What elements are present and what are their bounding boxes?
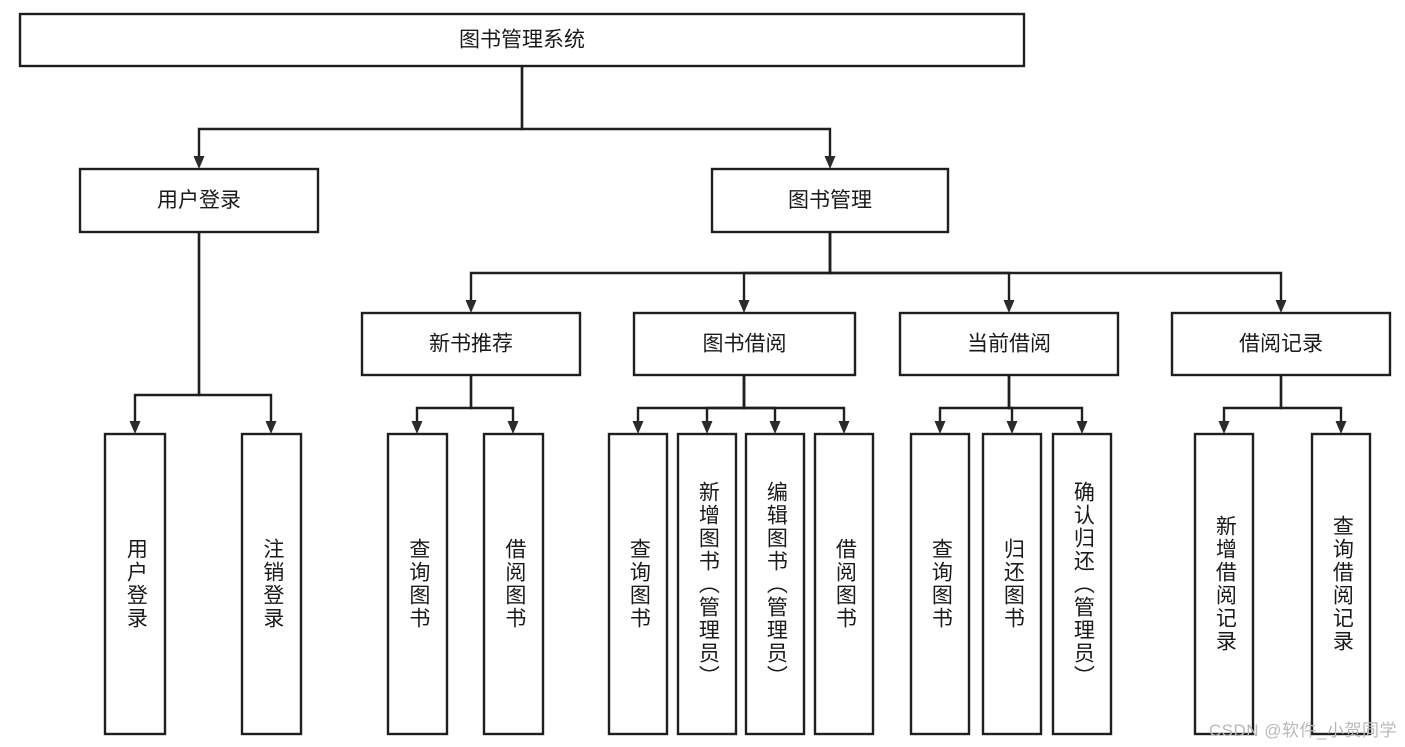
node-box-n-records[interactable] <box>1170 311 1392 377</box>
arrow-head-icon <box>507 421 519 434</box>
node-box-n-login[interactable] <box>78 167 320 234</box>
node-n-records[interactable]: 借阅记录 <box>1170 311 1392 377</box>
node-l-b-edit[interactable] <box>744 432 806 736</box>
arrow-head-icon <box>701 421 713 434</box>
connector-n-borrow-to-l-b-query <box>632 375 746 434</box>
node-n-newbook[interactable]: 新书推荐 <box>360 311 582 377</box>
node-box-l-c-query[interactable] <box>909 432 971 736</box>
node-box-l-b-add[interactable] <box>676 432 738 736</box>
node-n-borrow[interactable]: 图书借阅 <box>632 311 857 377</box>
node-l-b-query[interactable] <box>607 432 669 736</box>
arrow-head-icon <box>1003 300 1015 313</box>
node-label-n-borrow: 图书借阅 <box>703 333 787 356</box>
node-l-b-borrow[interactable] <box>813 432 875 736</box>
node-l-c-return[interactable] <box>981 432 1043 736</box>
node-label-n-records: 借阅记录 <box>1239 333 1323 356</box>
node-label-root: 图书管理系统 <box>459 29 585 52</box>
connector-n-newbook-to-l-new-borrow <box>469 375 519 434</box>
csdn-watermark: CSDN @软件_小贺同学 <box>1208 721 1397 740</box>
node-label-n-newbook: 新书推荐 <box>429 333 513 356</box>
node-l-r-add[interactable] <box>1193 432 1255 736</box>
node-l-c-query[interactable] <box>909 432 971 736</box>
node-box-l-r-query[interactable] <box>1310 432 1372 736</box>
node-box-n-borrow[interactable] <box>632 311 857 377</box>
node-box-l-user-login[interactable] <box>103 432 167 736</box>
connector-n-records-to-l-r-add <box>1218 375 1283 434</box>
arrow-head-icon <box>632 421 644 434</box>
arrow-head-icon <box>465 300 477 313</box>
node-box-l-new-query[interactable] <box>386 432 449 736</box>
arrow-head-icon <box>1335 421 1347 434</box>
arrow-head-icon <box>824 156 836 169</box>
connector-n-bookmgmt-to-n-records <box>828 232 1287 313</box>
node-l-new-borrow[interactable] <box>482 432 545 736</box>
arrow-head-icon <box>1006 421 1018 434</box>
node-l-new-query[interactable] <box>386 432 449 736</box>
arrow-head-icon <box>838 421 850 434</box>
connector-root-to-n-bookmgmt <box>520 66 836 169</box>
connector-n-current-to-l-c-confirm <box>1007 375 1088 434</box>
node-box-l-c-confirm[interactable] <box>1051 432 1113 736</box>
connector-n-current-to-l-c-query <box>934 375 1011 434</box>
node-box-l-user-logout[interactable] <box>240 432 303 736</box>
arrow-head-icon <box>1275 300 1287 313</box>
node-box-l-r-add[interactable] <box>1193 432 1255 736</box>
connector-n-login-to-l-user-login <box>129 232 201 434</box>
node-root[interactable]: 图书管理系统 <box>18 12 1026 68</box>
connector-n-login-to-l-user-logout <box>197 232 277 434</box>
node-n-current[interactable]: 当前借阅 <box>898 311 1120 377</box>
arrow-head-icon <box>934 421 946 434</box>
node-box-l-b-borrow[interactable] <box>813 432 875 736</box>
connector-n-records-to-l-r-query <box>1279 375 1347 434</box>
arrow-head-icon <box>1218 421 1230 434</box>
node-box-l-new-borrow[interactable] <box>482 432 545 736</box>
node-box-root[interactable] <box>18 12 1026 68</box>
node-l-user-logout[interactable] <box>240 432 303 736</box>
arrow-head-icon <box>738 300 750 313</box>
node-l-c-confirm[interactable] <box>1051 432 1113 736</box>
connector-n-newbook-to-l-new-query <box>411 375 473 434</box>
arrow-head-icon <box>193 156 205 169</box>
node-label-n-current: 当前借阅 <box>967 333 1051 356</box>
node-box-l-b-query[interactable] <box>607 432 669 736</box>
arrow-head-icon <box>129 421 141 434</box>
arrow-head-icon <box>769 421 781 434</box>
arrow-head-icon <box>411 421 423 434</box>
connector-n-bookmgmt-to-n-borrow <box>738 232 832 313</box>
node-label-n-login: 用户登录 <box>157 189 241 212</box>
node-box-n-current[interactable] <box>898 311 1120 377</box>
connector-n-borrow-to-l-b-add <box>701 375 746 434</box>
node-n-bookmgmt[interactable]: 图书管理 <box>710 167 950 234</box>
arrow-head-icon <box>265 421 277 434</box>
node-l-user-login[interactable] <box>103 432 167 736</box>
node-n-login[interactable]: 用户登录 <box>78 167 320 234</box>
connector-n-borrow-to-l-b-borrow <box>742 375 850 434</box>
node-l-r-query[interactable] <box>1310 432 1372 736</box>
node-box-n-newbook[interactable] <box>360 311 582 377</box>
node-label-n-bookmgmt: 图书管理 <box>788 189 872 212</box>
node-box-l-b-edit[interactable] <box>744 432 806 736</box>
node-box-n-bookmgmt[interactable] <box>710 167 950 234</box>
connector-n-borrow-to-l-b-edit <box>742 375 781 434</box>
node-box-l-c-return[interactable] <box>981 432 1043 736</box>
arrow-head-icon <box>1076 421 1088 434</box>
node-l-b-add[interactable] <box>676 432 738 736</box>
connector-root-to-n-login <box>193 66 524 169</box>
